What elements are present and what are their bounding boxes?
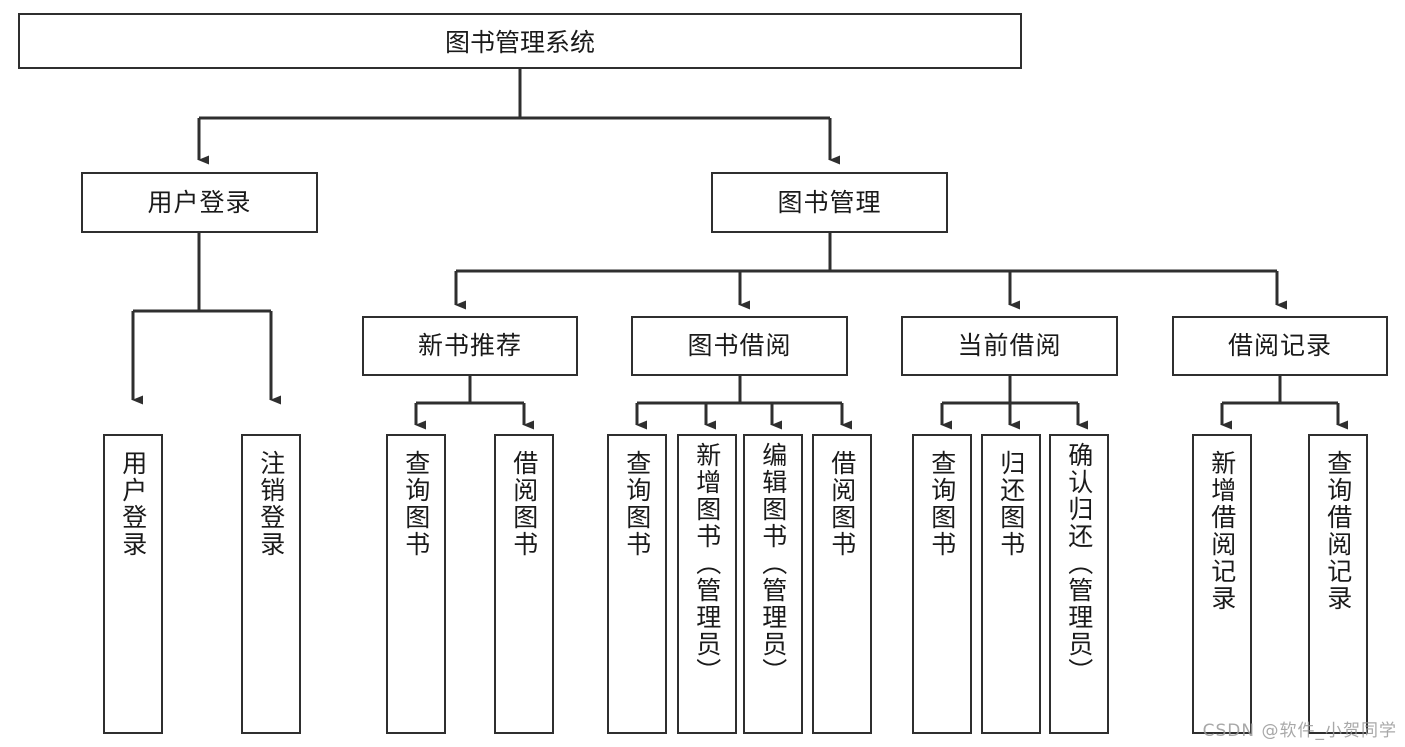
node-leaf-borrow-book-1[interactable]: 借阅图书 bbox=[494, 434, 554, 734]
leaf-label: 查询借阅记录 bbox=[1323, 450, 1353, 612]
node-new-book-recommend[interactable]: 新书推荐 bbox=[362, 316, 578, 376]
leaf-label: 编辑图书（管理员） bbox=[758, 442, 788, 685]
node-current-borrow[interactable]: 当前借阅 bbox=[901, 316, 1118, 376]
node-leaf-query-book-3[interactable]: 查询图书 bbox=[912, 434, 972, 734]
leaf-label: 借阅图书 bbox=[509, 450, 539, 558]
node-leaf-query-record[interactable]: 查询借阅记录 bbox=[1308, 434, 1368, 734]
node-leaf-borrow-book-2[interactable]: 借阅图书 bbox=[812, 434, 872, 734]
node-leaf-edit-book[interactable]: 编辑图书（管理员） bbox=[743, 434, 803, 734]
leaf-label: 查询图书 bbox=[401, 450, 431, 558]
leaf-label: 用户登录 bbox=[118, 450, 148, 558]
leaf-label: 确认归还（管理员） bbox=[1064, 442, 1094, 685]
node-user-login[interactable]: 用户登录 bbox=[81, 172, 318, 233]
node-book-management[interactable]: 图书管理 bbox=[711, 172, 948, 233]
node-leaf-logout-login[interactable]: 注销登录 bbox=[241, 434, 301, 734]
node-leaf-confirm-return[interactable]: 确认归还（管理员） bbox=[1049, 434, 1109, 734]
node-book-borrow[interactable]: 图书借阅 bbox=[631, 316, 848, 376]
leaf-label: 归还图书 bbox=[996, 450, 1026, 558]
node-leaf-user-login[interactable]: 用户登录 bbox=[103, 434, 163, 734]
leaf-label: 注销登录 bbox=[256, 450, 286, 558]
node-leaf-return-book[interactable]: 归还图书 bbox=[981, 434, 1041, 734]
leaf-label: 新增借阅记录 bbox=[1207, 450, 1237, 612]
watermark-text: CSDN @软件_小贺同学 bbox=[1202, 721, 1397, 741]
node-leaf-query-book-1[interactable]: 查询图书 bbox=[386, 434, 446, 734]
node-leaf-query-book-2[interactable]: 查询图书 bbox=[607, 434, 667, 734]
leaf-label: 查询图书 bbox=[622, 450, 652, 558]
node-leaf-add-book[interactable]: 新增图书（管理员） bbox=[677, 434, 737, 734]
leaf-label: 新增图书（管理员） bbox=[692, 442, 722, 685]
node-borrow-record[interactable]: 借阅记录 bbox=[1172, 316, 1388, 376]
node-leaf-add-record[interactable]: 新增借阅记录 bbox=[1192, 434, 1252, 734]
node-root-system[interactable]: 图书管理系统 bbox=[18, 13, 1022, 69]
leaf-label: 查询图书 bbox=[927, 450, 957, 558]
leaf-label: 借阅图书 bbox=[827, 450, 857, 558]
